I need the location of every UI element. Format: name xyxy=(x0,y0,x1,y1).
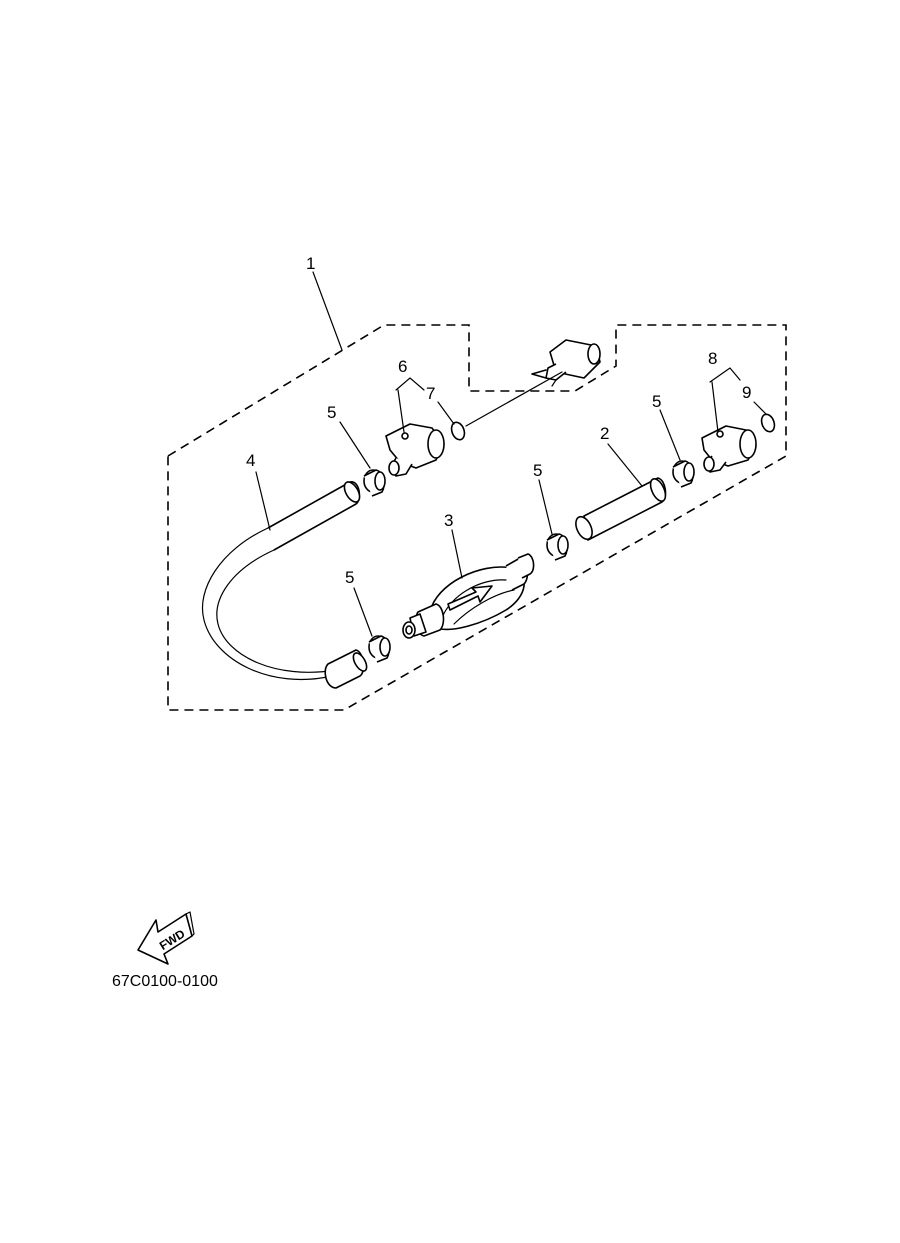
callout-5-lower: 5 xyxy=(345,568,354,587)
clip-5-middle xyxy=(546,533,569,561)
callout-2: 2 xyxy=(600,424,609,443)
primer-bulb-3 xyxy=(402,553,535,639)
leader-lines xyxy=(255,271,767,637)
clip-5-upper-right xyxy=(672,460,695,488)
callout-7: 7 xyxy=(426,384,435,403)
o-ring-7 xyxy=(450,421,466,441)
connector-8 xyxy=(701,425,757,473)
hose-2 xyxy=(575,477,667,541)
callout-4: 4 xyxy=(246,451,255,470)
clip-5-lower xyxy=(368,635,391,663)
hose-4 xyxy=(202,481,368,689)
diagram-code: 67C0100-0100 xyxy=(112,973,218,990)
callout-9: 9 xyxy=(742,383,751,402)
callout-5-upper-left: 5 xyxy=(327,403,336,422)
clip-5-upper-left xyxy=(363,469,386,497)
o-ring-9 xyxy=(760,413,776,433)
o-ring-7-to-tank-connector xyxy=(465,371,563,427)
connector-6 xyxy=(385,423,445,477)
callout-6: 6 xyxy=(398,357,407,376)
assembly-boundary xyxy=(167,324,787,711)
callout-5-upper-right: 5 xyxy=(652,392,661,411)
tank-connector xyxy=(531,339,601,387)
forward-arrow-icon: FWD xyxy=(137,911,195,965)
callout-5-middle: 5 xyxy=(533,461,542,480)
callout-1: 1 xyxy=(306,254,315,273)
callout-3: 3 xyxy=(444,511,453,530)
callout-8: 8 xyxy=(708,349,717,368)
